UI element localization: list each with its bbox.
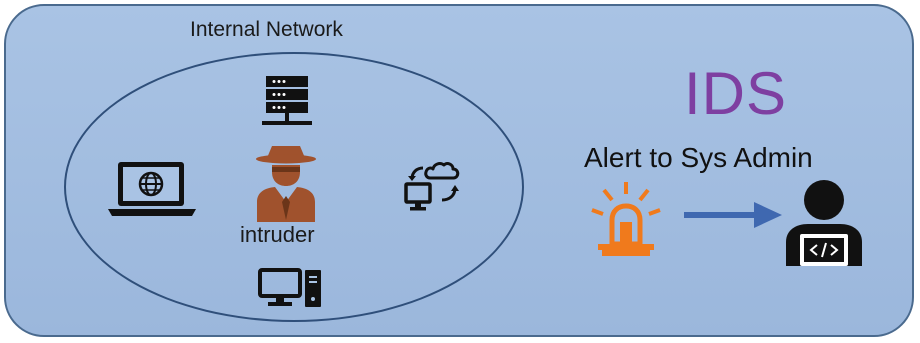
internal-network-boundary: [64, 52, 524, 322]
intruder-icon: [253, 144, 319, 227]
desktop-icon: [258, 268, 324, 315]
alarm-siren-icon: [586, 180, 666, 267]
internal-network-title: Internal Network: [190, 18, 343, 41]
intruder-label: intruder: [240, 222, 315, 247]
sys-admin-icon: [778, 178, 870, 275]
arrow-right-icon: [684, 200, 784, 235]
server-icon: [262, 76, 312, 133]
ids-title: IDS: [684, 60, 788, 127]
cloud-sync-icon: [402, 156, 466, 223]
laptop-icon: [106, 160, 198, 225]
alert-to-sys-admin-label: Alert to Sys Admin: [584, 142, 813, 173]
